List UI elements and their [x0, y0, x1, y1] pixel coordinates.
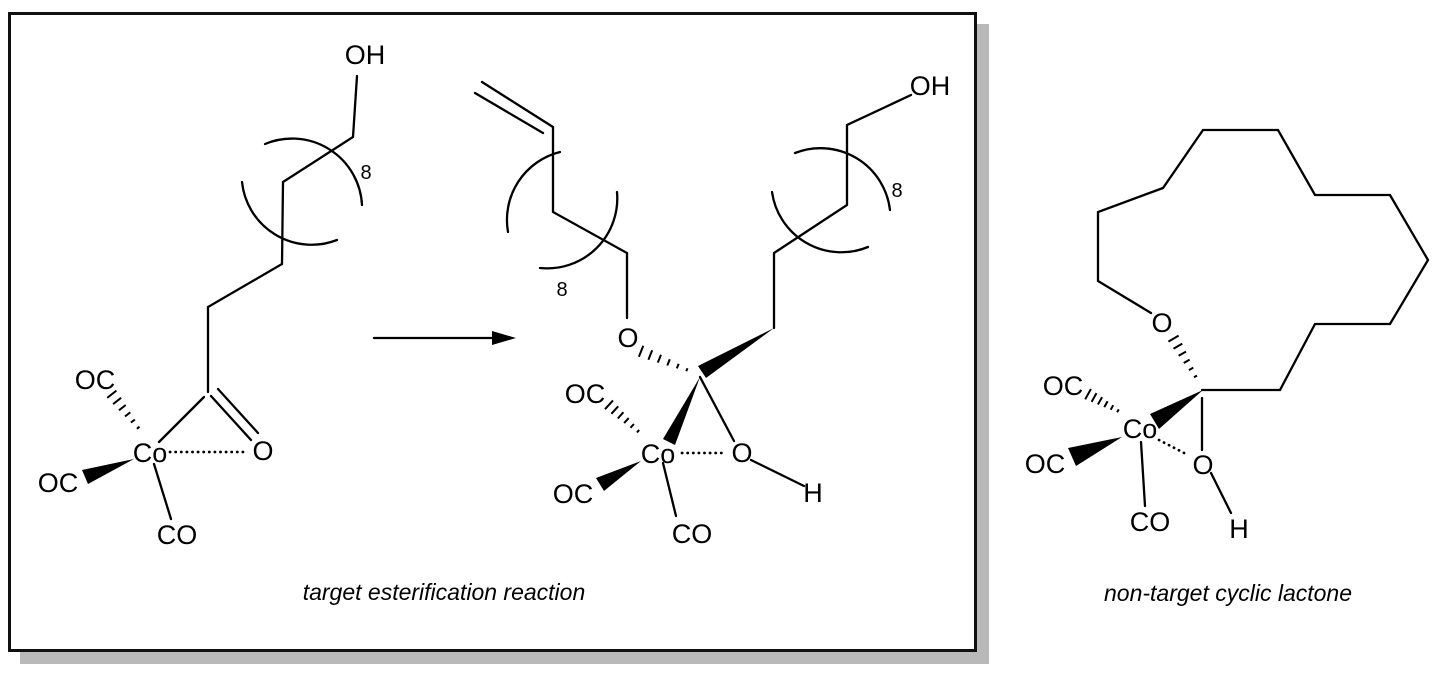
- reactant-acyl-oxygen-label: O: [252, 436, 273, 466]
- hashed-wedge-bond: [604, 399, 640, 434]
- product-left-repeat-count: 8: [556, 279, 567, 301]
- bold-wedge-bond: [596, 461, 641, 491]
- bold-wedge-bond: [698, 328, 774, 378]
- repeat-bracket-arc: [793, 147, 892, 212]
- acyl-double-bond: [209, 387, 260, 442]
- product-structure: 8 O OC OC Co CO O H OH 8: [473, 71, 951, 549]
- lactone-oc-top-label: OC: [1043, 371, 1084, 401]
- hashed-wedge-bond: [1084, 388, 1120, 413]
- bold-wedge-bond: [1150, 390, 1203, 429]
- vinyl-double-bond: [473, 80, 555, 135]
- cobalt-co-bond: [1139, 440, 1147, 508]
- lactone-hydroxy-oxygen-label: O: [1192, 450, 1213, 480]
- bold-wedge-bond: [82, 459, 134, 484]
- reactant-oc-bottom-label: OC: [38, 468, 79, 498]
- hashed-wedge-bond: [106, 389, 141, 430]
- repeat-bracket-arc: [263, 137, 364, 207]
- product-hydrogen-label: H: [803, 478, 823, 508]
- repeat-bracket-arc: [770, 190, 870, 254]
- reactant-structure: OH 8 OC OC Co CO O: [38, 40, 386, 550]
- right-panel-caption: non-target cyclic lactone: [1104, 580, 1352, 606]
- product-ester-oxygen-label: O: [617, 323, 638, 353]
- left-panel-caption: target esterification reaction: [303, 579, 586, 605]
- oxygen-hydrogen-bond: [749, 458, 806, 488]
- product-cobalt-label: Co: [641, 439, 676, 469]
- bold-wedge-bond: [663, 377, 700, 445]
- reactant-cobalt-label: Co: [133, 438, 168, 468]
- reactant-co-bottom-label: CO: [157, 520, 198, 550]
- repeat-bracket-arc: [538, 190, 619, 270]
- reactant-repeat-count: 8: [360, 162, 371, 184]
- product-right-repeat-count: 8: [891, 180, 902, 202]
- carbon-oxygen-bond: [698, 375, 736, 443]
- cobalt-co-bond: [152, 462, 173, 521]
- hashed-wedge-bond: [1167, 334, 1198, 379]
- product-oh-label: OH: [910, 71, 951, 101]
- repeat-bracket-arc: [240, 180, 339, 246]
- repeat-bracket-arc: [505, 150, 562, 234]
- product-hydroxy-oxygen-label: O: [731, 438, 752, 468]
- product-right-chain-bonds: [772, 93, 913, 330]
- lactone-cobalt-label: Co: [1123, 414, 1158, 444]
- arrow-head: [492, 331, 516, 345]
- product-oc-top-label: OC: [565, 379, 606, 409]
- bold-wedge-bond: [1068, 437, 1122, 466]
- reactant-oc-top-label: OC: [75, 365, 116, 395]
- oxygen-hydrogen-bond: [1209, 471, 1233, 515]
- lactone-ring-oxygen-label: O: [1151, 308, 1172, 338]
- hashed-wedge-bond: [637, 345, 689, 372]
- product-oc-bottom-label: OC: [553, 479, 594, 509]
- product-co-bottom-label: CO: [672, 519, 713, 549]
- cyclic-lactone-structure: O OC OC Co CO O H: [1025, 128, 1430, 544]
- cobalt-co-bond: [661, 461, 678, 518]
- cobalt-carbon-bond: [157, 395, 206, 444]
- reactant-oh-label: OH: [345, 40, 386, 70]
- dotted-co-o-bond: [1157, 438, 1190, 457]
- lactone-hydrogen-label: H: [1229, 514, 1249, 544]
- reaction-arrow: [372, 331, 516, 345]
- reactant-chain-bonds: [206, 74, 359, 394]
- lactone-oc-bottom-label: OC: [1025, 449, 1066, 479]
- product-left-chain-bonds: [551, 125, 629, 320]
- lactone-co-bottom-label: CO: [1130, 507, 1171, 537]
- macrocycle-ring-bonds: [1096, 128, 1430, 392]
